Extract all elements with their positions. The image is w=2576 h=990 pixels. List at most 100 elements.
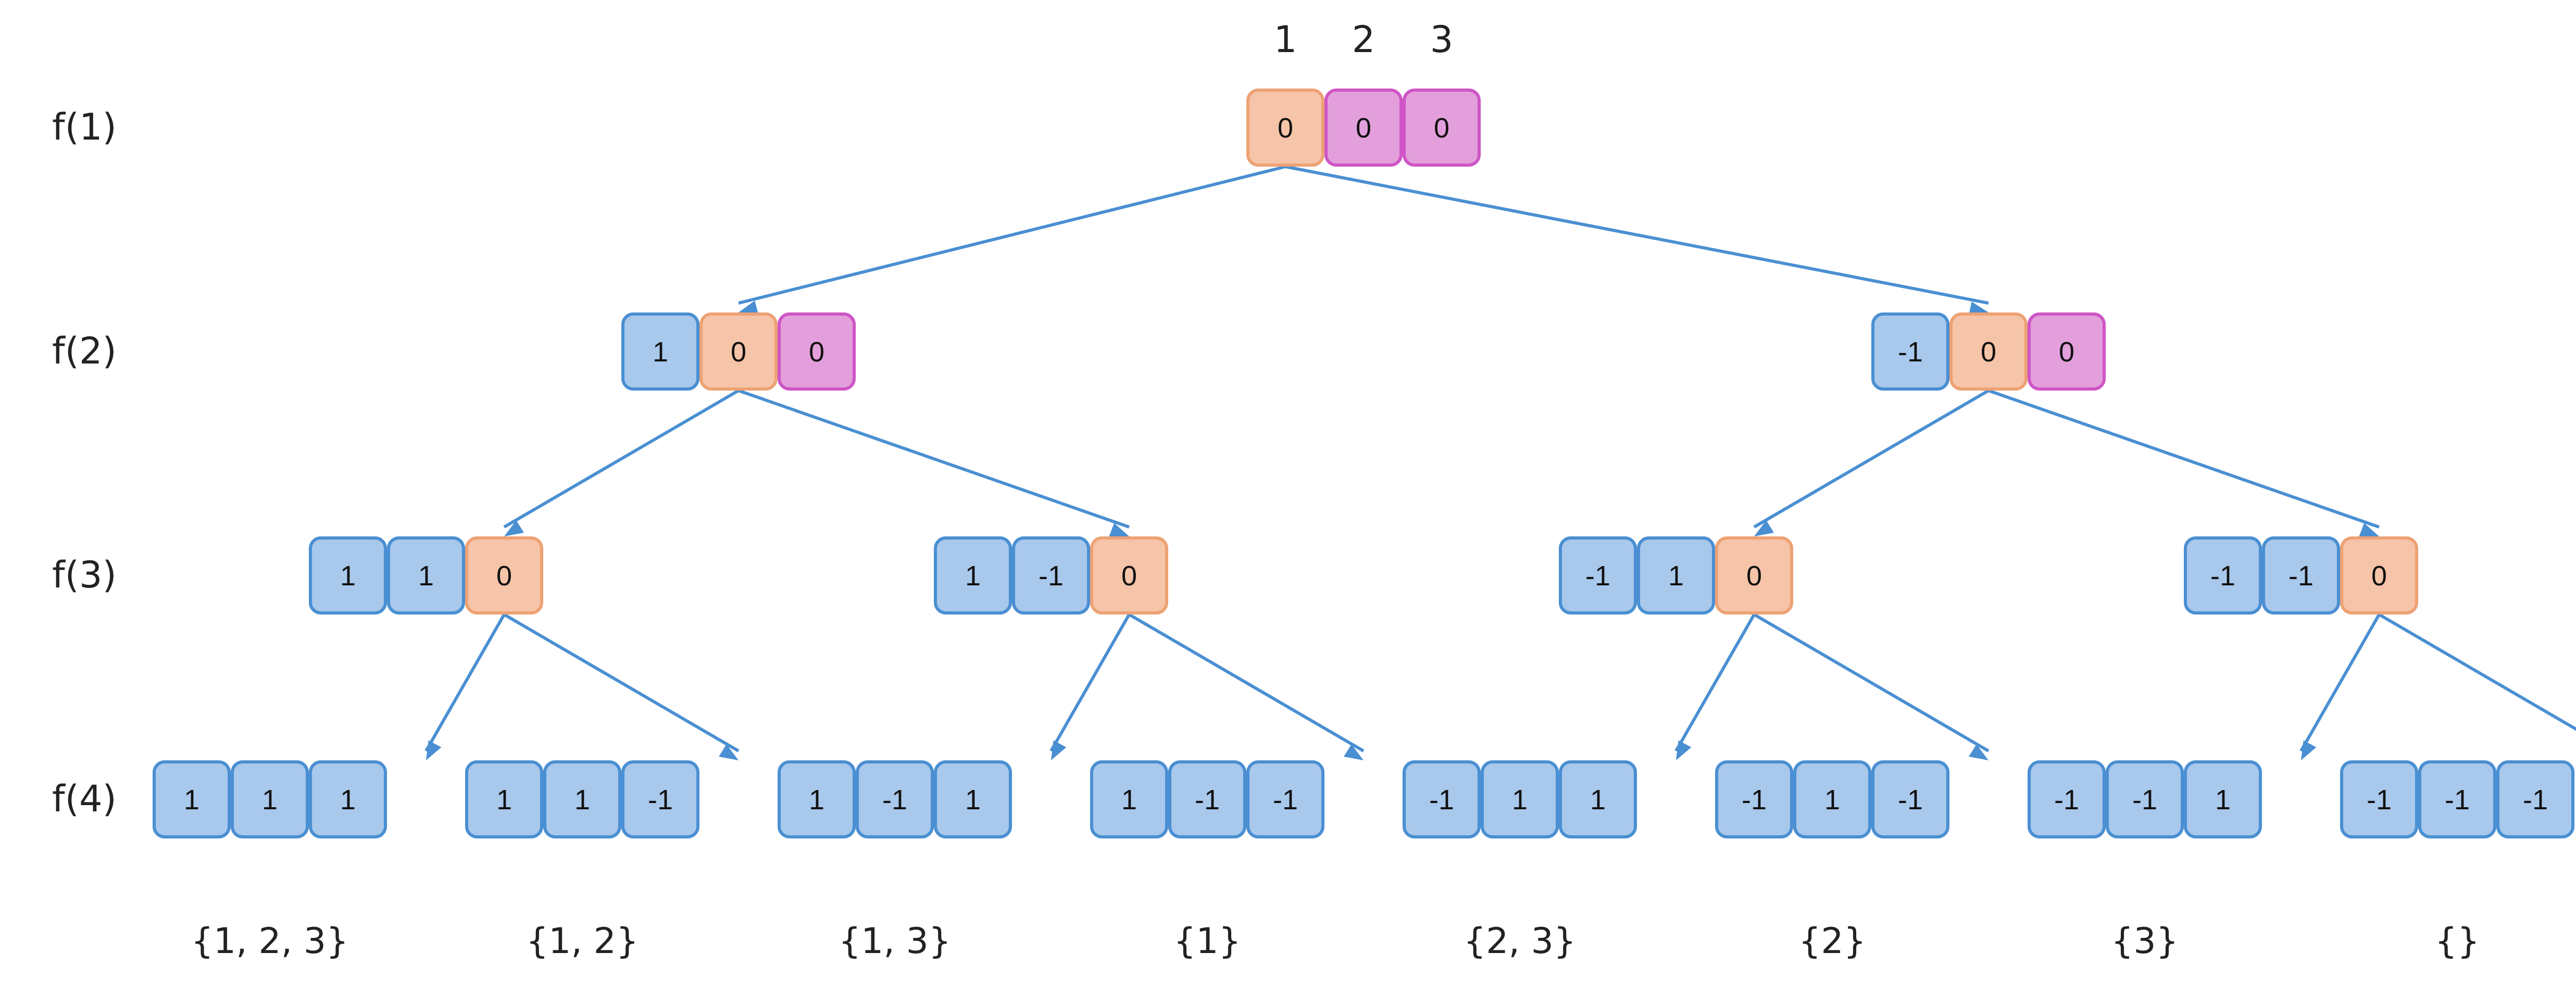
state-cell-blue: [856, 760, 934, 838]
state-cell-value: 1: [1824, 784, 1840, 816]
state-cell-blue: [1637, 536, 1715, 615]
state-cell-value: 0: [1121, 560, 1137, 592]
state-cell-blue: [2262, 536, 2340, 615]
tree-node: -1-1-1: [2340, 760, 2574, 838]
tree-edge: [1285, 165, 1989, 305]
state-cell-value: -1: [2210, 560, 2235, 592]
state-cell-blue: [309, 760, 387, 838]
state-cell-value: -1: [1039, 560, 1064, 592]
state-cell-blue: [621, 760, 699, 838]
edge-arrowhead: [504, 520, 524, 536]
state-cell-value: 1: [418, 560, 434, 592]
state-cell-blue: [1012, 536, 1090, 615]
state-cell-blue: [465, 760, 543, 838]
state-cell-value: 1: [1121, 784, 1137, 816]
state-cell-value: 0: [1278, 112, 1293, 144]
tree-edge: [1674, 613, 1756, 752]
tree-edge: [2378, 613, 2576, 731]
state-cell-blue: [1715, 760, 1793, 838]
state-cell-orange: [1715, 536, 1793, 615]
tree-edge: [1128, 613, 1365, 753]
state-cell-pink: [1324, 89, 1403, 167]
header-index-3: 3: [1430, 18, 1454, 61]
state-cell-value: 0: [2059, 336, 2074, 368]
state-cell-value: 1: [809, 784, 824, 816]
subset-label: {1, 2}: [526, 921, 639, 962]
state-cell-blue: [934, 760, 1012, 838]
level-label-f4: f(4): [52, 778, 117, 820]
state-cell-pink: [2028, 312, 2106, 391]
edge-arrowhead: [1051, 740, 1067, 760]
state-cell-value: -1: [1898, 336, 1923, 368]
state-cell-blue: [2340, 760, 2418, 838]
state-cell-blue: [1871, 312, 1949, 391]
state-cell-value: 0: [1356, 112, 1371, 144]
subset-label: {2, 3}: [1464, 921, 1576, 962]
state-cell-value: -1: [2445, 784, 2470, 816]
state-cell-value: -1: [1898, 784, 1923, 816]
state-cell-value: -1: [1195, 784, 1220, 816]
state-cell-value: 1: [653, 336, 668, 368]
subset-label: {}: [2435, 921, 2480, 962]
tree-edges: [424, 165, 2576, 760]
level-label-f3: f(3): [52, 554, 117, 596]
state-cell-blue: [231, 760, 309, 838]
state-cell-value: 1: [496, 784, 512, 816]
state-cell-blue: [153, 760, 231, 838]
state-cell-value: 1: [1590, 784, 1606, 816]
state-cell-value: 0: [731, 336, 746, 368]
state-cell-blue: [2418, 760, 2496, 838]
edge-arrowhead: [2301, 740, 2317, 760]
state-cell-value: 0: [809, 336, 824, 368]
state-cell-value: 1: [574, 784, 590, 816]
level-label-f1: f(1): [52, 106, 117, 148]
subset-label: {2}: [1798, 921, 1866, 962]
tree-edge: [1988, 389, 2380, 529]
state-cell-blue: [387, 536, 465, 615]
state-cell-value: 0: [1746, 560, 1762, 592]
tree-node: 1-1-1: [1090, 760, 1324, 838]
subset-label: {1, 3}: [839, 921, 951, 962]
tree-edge: [424, 613, 506, 752]
header-index-1: 1: [1274, 18, 1297, 61]
state-cell-value: 1: [184, 784, 199, 816]
edge-arrowhead: [739, 300, 759, 315]
state-cell-blue: [778, 760, 856, 838]
state-cell-value: -1: [2132, 784, 2157, 816]
state-cell-blue: [2028, 760, 2106, 838]
state-cell-value: 0: [1434, 112, 1449, 144]
state-cell-blue: [2106, 760, 2184, 838]
state-cell-blue: [2184, 760, 2262, 838]
state-cell-orange: [465, 536, 543, 615]
state-cell-value: 0: [2371, 560, 2387, 592]
state-cell-value: 1: [1512, 784, 1528, 816]
state-cell-blue: [543, 760, 621, 838]
tree-edge: [503, 389, 740, 529]
state-cell-orange: [2340, 536, 2418, 615]
state-cell-orange: [699, 312, 778, 391]
state-cell-blue: [309, 536, 387, 615]
tree-edge: [738, 165, 1286, 305]
state-cell-blue: [621, 312, 699, 391]
tree-edge: [503, 613, 740, 753]
edge-arrowhead: [1344, 744, 1364, 760]
state-cell-blue: [1559, 536, 1637, 615]
header-index-2: 2: [1352, 18, 1375, 61]
state-cell-blue: [1793, 760, 1871, 838]
state-cell-value: 1: [340, 560, 356, 592]
state-cell-blue: [1559, 760, 1637, 838]
subset-label: {3}: [2111, 921, 2179, 962]
edge-arrowhead: [1109, 523, 1129, 537]
state-cell-value: -1: [2367, 784, 2392, 816]
state-cell-blue: [1246, 760, 1324, 838]
state-cell-value: 1: [262, 784, 278, 816]
